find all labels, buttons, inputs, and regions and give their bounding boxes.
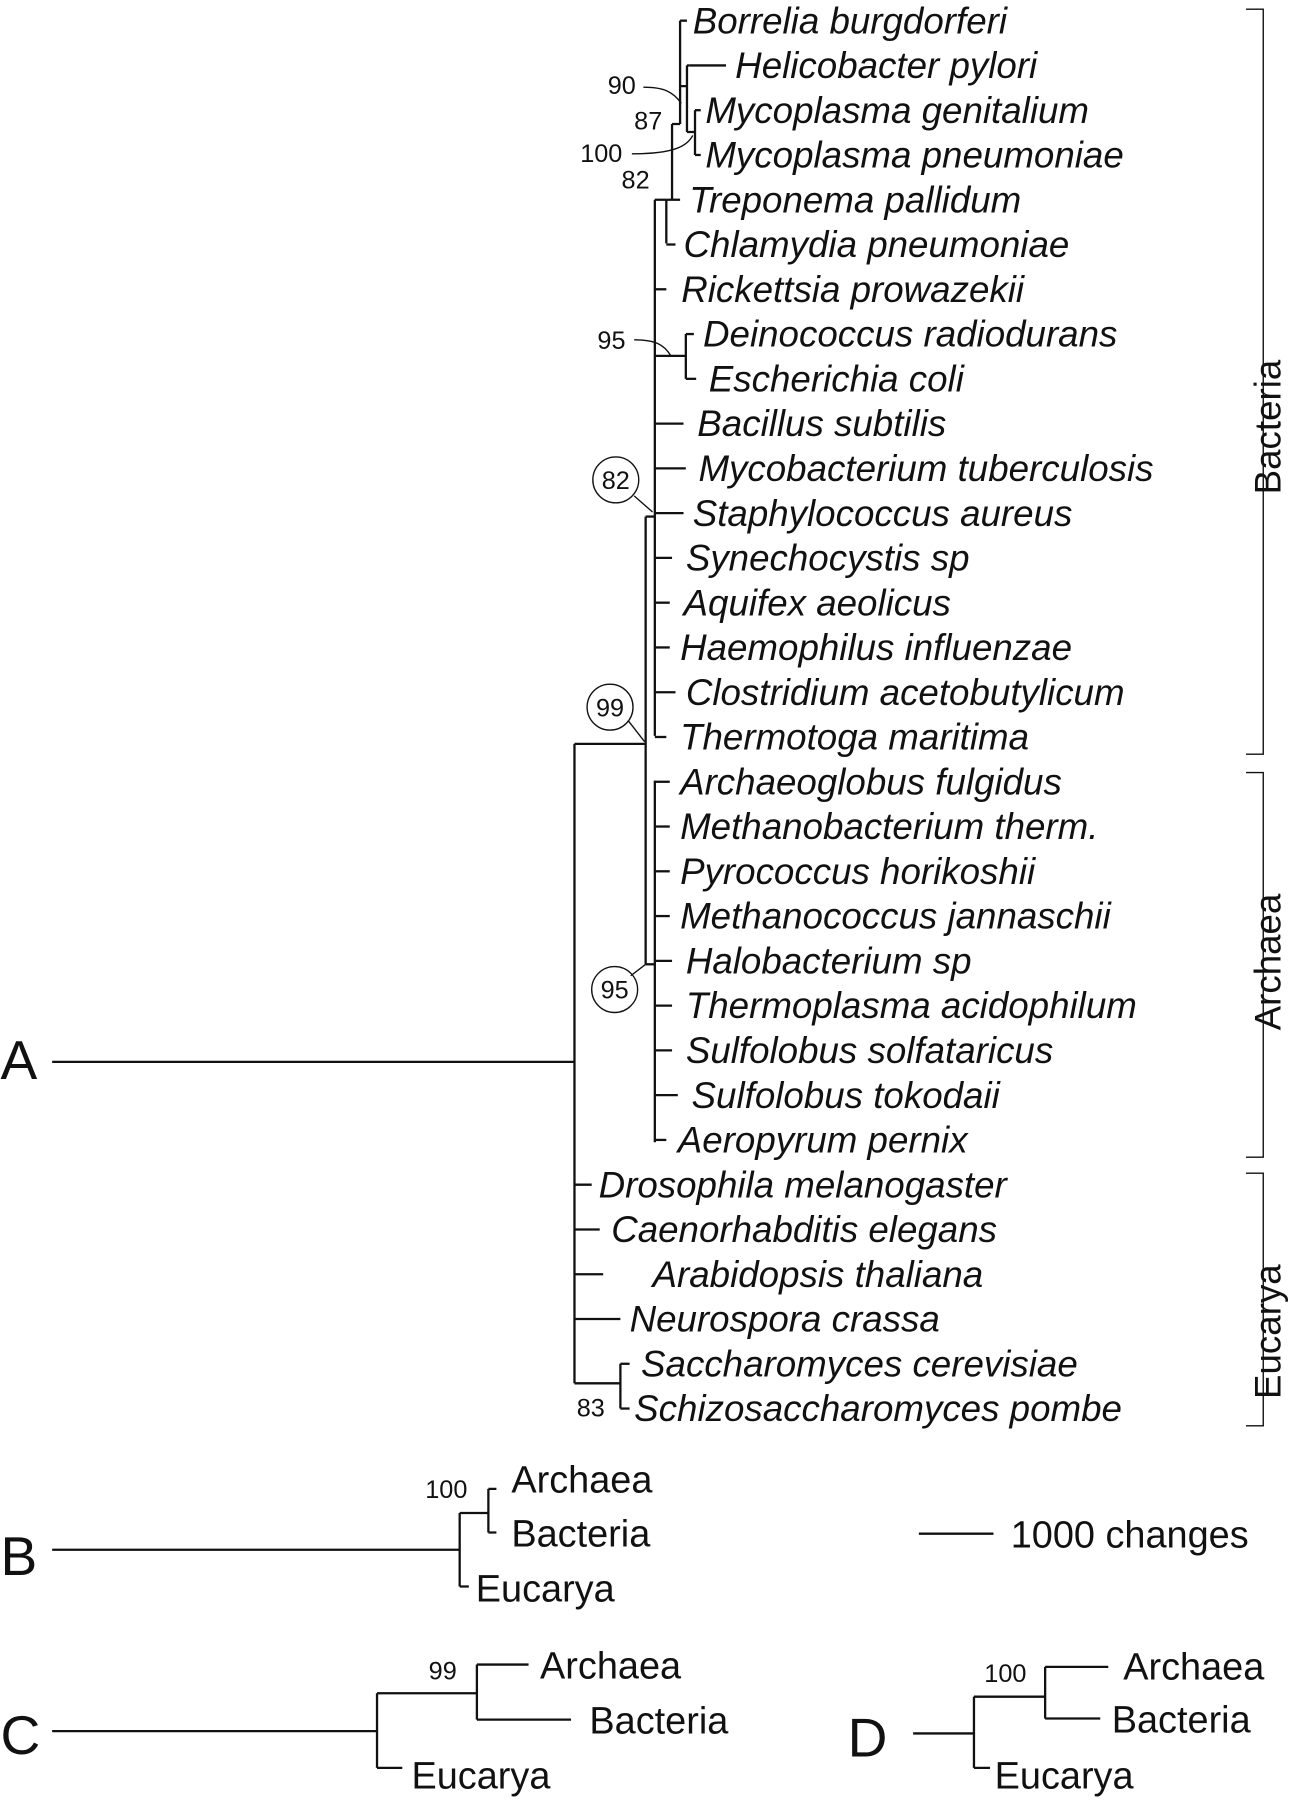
taxon-label: Staphylococcus aureus <box>693 493 1073 534</box>
taxon-label: Mycoplasma pneumoniae <box>705 135 1123 176</box>
taxon-label: Aquifex aeolicus <box>682 582 951 623</box>
taxon-label: Chlamydia pneumoniae <box>684 224 1070 265</box>
panel-b-branches <box>52 1487 497 1588</box>
taxon-label: Thermoplasma acidophilum <box>686 985 1137 1026</box>
bootstrap-90: 90 <box>608 72 636 100</box>
taxon-label: Mycoplasma genitalium <box>705 90 1089 131</box>
mycoplasma-node <box>686 110 697 155</box>
taxon-label: Synechocystis sp <box>686 538 970 579</box>
panel-d-label: D <box>848 1706 888 1768</box>
panel-c-archaea: Archaea <box>540 1645 682 1687</box>
tree-branches <box>52 19 727 1410</box>
taxon-label: Saccharomyces cerevisiae <box>641 1343 1078 1384</box>
taxon-label: Pyrococcus horikoshii <box>680 851 1036 892</box>
bootstrap-95-circled: 95 <box>601 977 629 1005</box>
taxon-label: Helicobacter pylori <box>735 45 1038 86</box>
taxon-label: Archaeoglobus fulgidus <box>678 761 1062 802</box>
taxon-label: Rickettsia prowazekii <box>681 269 1025 310</box>
helicobacter-node <box>680 65 689 133</box>
taxon-label: Haemophilus influenzae <box>680 627 1072 668</box>
eucarya-bracket <box>1246 1172 1264 1427</box>
deinococcus-ecoli-node <box>654 334 687 379</box>
treponema-node <box>666 123 674 201</box>
taxon-label: Sulfolobus solfataricus <box>686 1030 1053 1071</box>
taxon-label: Schizosaccharomyces pombe <box>634 1388 1122 1429</box>
leader-90 <box>643 86 682 104</box>
taxon-label: Clostridium acetobutylicum <box>686 672 1125 713</box>
archaea-bracket <box>1246 771 1264 1158</box>
panel-d-eucarya: Eucarya <box>995 1756 1135 1798</box>
panel-c-support: 99 <box>429 1657 457 1685</box>
taxon-label: Mycobacterium tuberculosis <box>698 448 1153 489</box>
panel-b-eucarya: Eucarya <box>476 1568 616 1610</box>
taxon-label: Halobacterium sp <box>686 940 972 981</box>
clade-label-bacteria: Bacteria <box>1247 359 1288 494</box>
taxon-label: Sulfolobus tokodaii <box>692 1075 1001 1116</box>
taxon-label: Caenorhabditis elegans <box>611 1209 997 1250</box>
scale-bar-label: 1000 changes <box>1011 1514 1249 1556</box>
yeast-node <box>574 1363 622 1409</box>
bootstrap-circle-95 <box>591 965 639 1014</box>
taxon-label: Arabidopsis thaliana <box>651 1254 984 1295</box>
bootstrap-87: 87 <box>634 108 662 136</box>
panel-d-branches <box>913 1665 1109 1770</box>
taxon-label: Escherichia coli <box>709 358 965 399</box>
panel-d-archaea: Archaea <box>1123 1646 1265 1688</box>
panel-a-label: A <box>0 1029 37 1091</box>
leader-99 <box>627 720 646 743</box>
leader-95-circled <box>630 963 647 977</box>
panel-c-label: C <box>0 1704 40 1766</box>
panel-c-bacteria: Bacteria <box>589 1700 729 1742</box>
leader-95 <box>634 339 672 357</box>
taxon-label: Deinococcus radiodurans <box>703 314 1117 355</box>
taxon-label: Methanococcus jannaschii <box>680 896 1112 937</box>
leader-82 <box>633 495 653 513</box>
leader-100 <box>631 135 694 155</box>
taxon-label: Bacillus subtilis <box>697 403 946 444</box>
panel-d-bacteria: Bacteria <box>1112 1699 1252 1741</box>
bootstrap-82-small: 82 <box>622 166 650 194</box>
borrelia-node <box>672 20 682 126</box>
panel-d-support: 100 <box>984 1660 1026 1688</box>
taxon-label: Thermotoga maritima <box>680 717 1029 758</box>
panel-b-bacteria: Bacteria <box>511 1513 651 1555</box>
clade-label-eucarya: Eucarya <box>1247 1264 1288 1399</box>
taxon-label: Neurospora crassa <box>630 1299 940 1340</box>
chlamydia-node <box>654 198 668 244</box>
panel-c-branches <box>52 1663 572 1770</box>
taxon-label: Treponema pallidum <box>689 179 1021 220</box>
bootstrap-99-circled: 99 <box>596 694 624 722</box>
bootstrap-circle-99 <box>586 683 634 731</box>
panel-b-archaea: Archaea <box>511 1459 653 1501</box>
panel-c-eucarya: Eucarya <box>411 1756 551 1798</box>
bootstrap-95-small: 95 <box>597 327 625 355</box>
taxon-label: Methanobacterium therm. <box>680 806 1098 847</box>
bootstrap-100: 100 <box>580 140 622 168</box>
bootstrap-83: 83 <box>577 1395 605 1423</box>
panel-b-support: 100 <box>425 1476 467 1504</box>
clade-label-archaea: Archaea <box>1247 893 1288 1030</box>
bacteria-bracket <box>1246 8 1264 755</box>
taxon-label: Aeropyrum pernix <box>676 1120 969 1161</box>
bootstrap-82-circled: 82 <box>602 467 630 495</box>
panel-b-label: B <box>0 1525 37 1587</box>
bootstrap-circle-82 <box>592 456 640 504</box>
taxon-label: Drosophila melanogaster <box>599 1164 1009 1205</box>
taxon-label: Borrelia burgdorferi <box>693 0 1008 41</box>
